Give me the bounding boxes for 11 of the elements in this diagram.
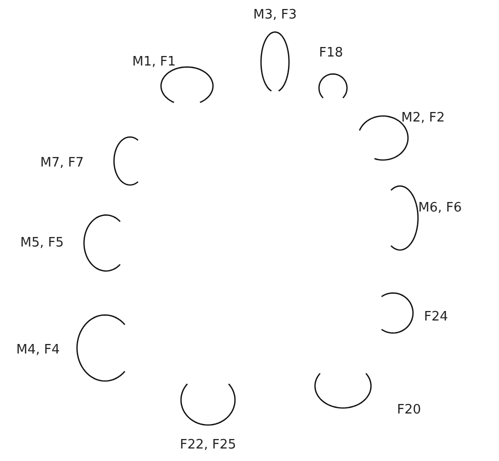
arc-label: M3, F3 [253,8,297,22]
arc-label: F22, F25 [180,438,236,452]
arc-label: M1, F1 [132,56,176,68]
arc-label: M6, F6 [418,202,462,214]
arc-label: M5, F5 [20,236,64,250]
arc-label: M2, F2 [401,112,445,124]
arc-label: F18 [318,46,344,60]
arc-label: M7, F7 [40,156,84,170]
arc-label: F20 [396,404,422,416]
arc-label: F24 [424,310,448,324]
arc-label: M4, F4 [16,344,60,356]
